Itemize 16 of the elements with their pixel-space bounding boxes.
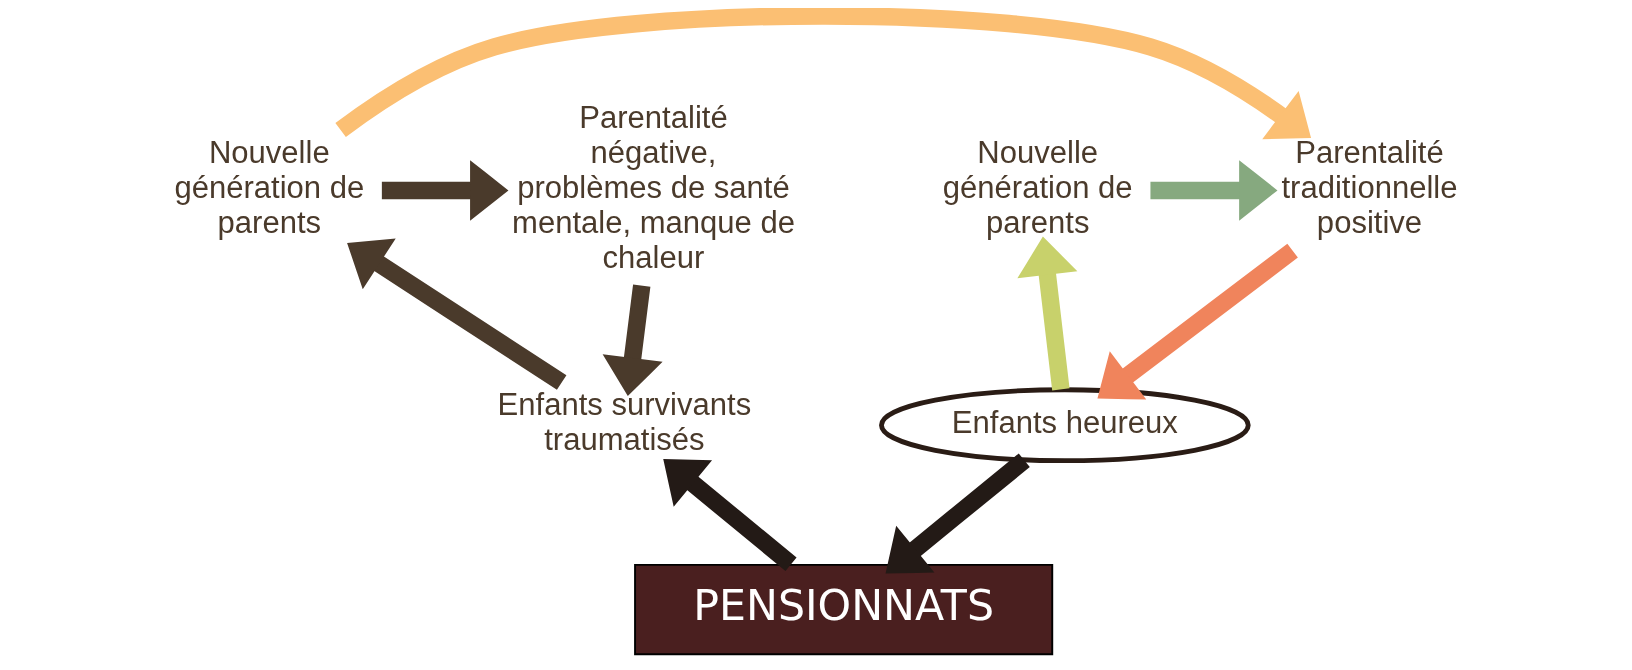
arrow — [602, 284, 663, 397]
node-text: Parentalité négative, problèmes de santé mentale, manque de chaleur — [512, 99, 795, 275]
arrow — [1150, 160, 1278, 221]
node-ellipse: Enfants heureux — [879, 387, 1251, 464]
arrow — [381, 160, 509, 221]
node-box: PENSIONNATS — [634, 563, 1054, 656]
arrow — [1097, 243, 1298, 400]
node-text: Parentalité traditionnelle positive — [1281, 134, 1458, 240]
arrow — [335, 8, 1312, 140]
node-text: Nouvelle génération de parents — [174, 134, 365, 240]
arrow — [1017, 236, 1078, 391]
node-text: Nouvelle génération de parents — [942, 134, 1133, 240]
node-text: Enfants survivants traumatisés — [497, 387, 752, 458]
arrow — [347, 238, 567, 390]
arrow — [663, 459, 797, 572]
arrow — [885, 453, 1030, 574]
